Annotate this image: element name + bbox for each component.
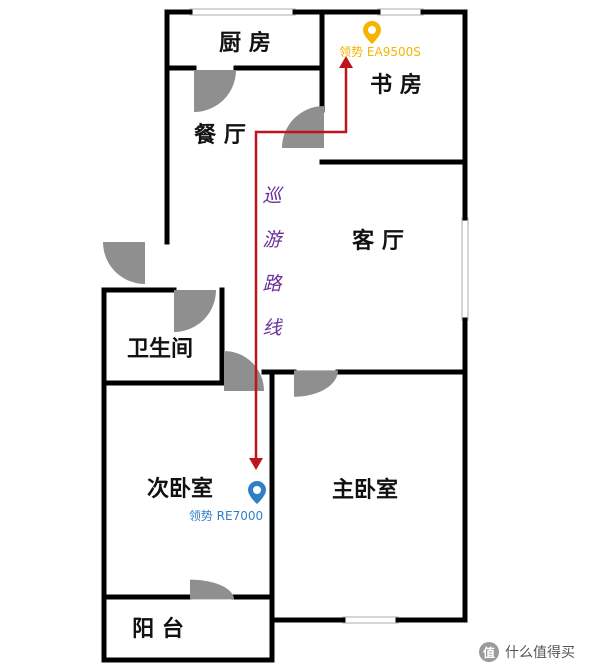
master-bedroom-door	[294, 370, 338, 397]
room-dining-label: 餐 厅	[194, 122, 246, 148]
route-line	[254, 64, 348, 462]
route	[249, 56, 353, 470]
route-arrow-up	[339, 56, 353, 68]
study-window	[377, 8, 424, 16]
route-char-3: 路	[262, 273, 283, 295]
walls	[101, 9, 468, 663]
kitchen-door	[194, 70, 236, 112]
device-extender: 领势 RE7000	[189, 481, 266, 523]
watermark: 值 什么值得买	[479, 642, 575, 662]
windows	[189, 8, 469, 624]
room-second-bedroom-label: 次卧室	[147, 476, 213, 502]
study-door	[282, 106, 324, 148]
route-char-2: 游	[262, 229, 284, 251]
room-study-label: 书 房	[370, 72, 422, 98]
route-char-4: 线	[262, 317, 283, 339]
room-kitchen-label: 厨 房	[219, 30, 271, 56]
entrance-door	[103, 242, 145, 284]
device-main-router-label: 领势 EA9500S	[339, 45, 421, 59]
device-main-router: 领势 EA9500S	[339, 21, 421, 59]
route-char-1: 巡	[262, 185, 284, 207]
route-arrow-down	[249, 458, 263, 470]
bathroom-door	[174, 290, 216, 332]
balcony-door	[190, 579, 234, 600]
kitchen-window	[189, 8, 296, 16]
location-pin-icon	[363, 21, 381, 44]
location-pin-icon	[248, 481, 266, 504]
room-labels: 厨 房 书 房 餐 厅 客 厅 卫生间 次卧室 主卧室 阳 台	[127, 30, 422, 642]
room-bathroom-label: 卫生间	[127, 336, 193, 362]
device-extender-label: 领势 RE7000	[189, 509, 263, 523]
room-living-label: 客 厅	[352, 228, 404, 254]
route-label: 巡 游 路 线	[262, 185, 284, 339]
second-bedroom-door	[224, 351, 264, 391]
room-master-bedroom-label: 主卧室	[332, 477, 398, 503]
watermark-badge-icon	[479, 642, 499, 662]
watermark-badge: 值	[483, 645, 495, 660]
master-bedroom-window	[342, 616, 399, 624]
watermark-text: 什么值得买	[505, 644, 575, 661]
room-balcony-label: 阳 台	[132, 616, 184, 642]
living-room-window	[461, 217, 469, 321]
doors	[103, 70, 338, 600]
